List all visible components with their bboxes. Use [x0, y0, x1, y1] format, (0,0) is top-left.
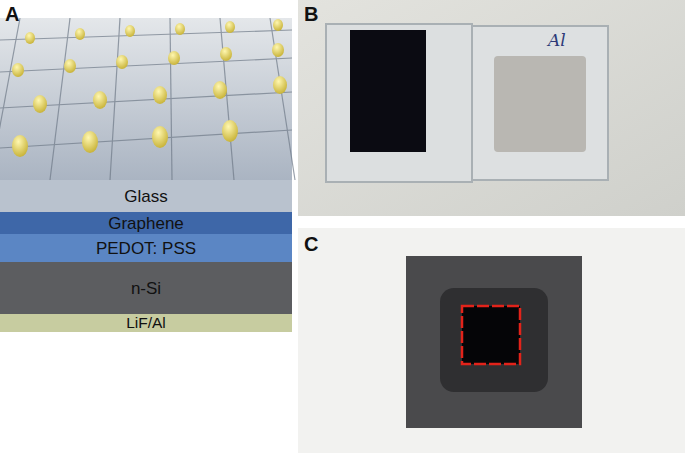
- nanostructures: [12, 19, 287, 157]
- aluminium-back: [494, 56, 586, 152]
- layer-label: PEDOT: PSS: [96, 240, 196, 257]
- photo-c: [298, 228, 685, 453]
- photo-b: [298, 0, 685, 216]
- layer-label: Glass: [124, 188, 167, 205]
- layer-band: Glass: [0, 180, 292, 212]
- panel-letter: C: [304, 234, 318, 254]
- layer-band: n-Si: [0, 262, 292, 314]
- layer-label: n-Si: [131, 280, 161, 297]
- active-area: [462, 306, 520, 364]
- silicon-device: [350, 30, 426, 152]
- layer-band: Graphene: [0, 212, 292, 234]
- graphene-grid: [0, 18, 295, 180]
- device-shadow: [440, 288, 548, 392]
- panel-letter: B: [304, 4, 318, 24]
- panel-letter: A: [5, 4, 19, 24]
- layer-label: LiF/Al: [126, 315, 166, 331]
- layer-band: LiF/Al: [0, 314, 292, 332]
- glass-substrate: [326, 24, 472, 182]
- glass-substrate: [472, 26, 608, 180]
- handwritten-mark: Al: [548, 32, 566, 49]
- glass-surface: [0, 18, 292, 180]
- layer-label: Graphene: [108, 215, 184, 232]
- layer-band: PEDOT: PSS: [0, 234, 292, 262]
- device-substrate: [406, 256, 582, 428]
